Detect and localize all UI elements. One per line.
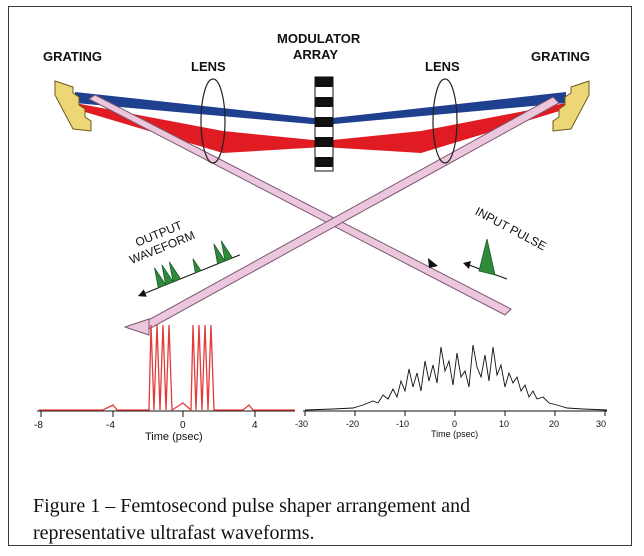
input-pulse-shape [463, 238, 508, 280]
grating-right [552, 80, 590, 132]
lens-right-label: LENS [425, 59, 460, 74]
caption-line-2: representative ultrafast waveforms. [33, 522, 315, 544]
input-label: INPUT PULSE [473, 204, 549, 253]
plot-left-tick-2: -4 [106, 420, 115, 431]
plot-right-tick-4: 0 [452, 419, 457, 429]
plot-right-tick-1: -30 [295, 419, 308, 429]
lens-left-label: LENS [191, 59, 226, 74]
plot-right-trace [304, 344, 608, 411]
plot-right-tick-7: 30 [596, 419, 606, 429]
plot-right-tick-3: -10 [396, 419, 409, 429]
plot-left-trace [39, 324, 295, 412]
pulse-shaper-diagram: GRATING GRATING LENS LENS MODULATOR ARRA… [34, 31, 608, 443]
grating-left-label: GRATING [43, 49, 102, 64]
caption-line-1: Figure 1 – Femtosecond pulse shaper arra… [33, 495, 471, 517]
plot-right-tick-5: 10 [499, 419, 509, 429]
lens-left [200, 78, 226, 164]
grating-left [54, 80, 92, 132]
modulator-array [314, 76, 334, 172]
plot-right: -30 -20 -10 0 10 20 30 Time (psec) [295, 344, 608, 439]
plot-left-tick-4: 4 [252, 420, 258, 431]
plot-right-xlabel: Time (psec) [431, 429, 478, 439]
blue-beam-left [75, 92, 323, 125]
plot-right-tick-6: 20 [549, 419, 559, 429]
modulator-label-line1: MODULATOR [277, 31, 361, 46]
pink-beams [88, 94, 560, 336]
grating-right-label: GRATING [531, 49, 590, 64]
input-arrow-marker [428, 258, 438, 268]
red-beam-right [323, 103, 566, 153]
blue-beam-right [323, 92, 566, 125]
input-pulse-group: INPUT PULSE [473, 204, 549, 253]
plot-left-xlabel: Time (psec) [145, 431, 203, 443]
red-beam-left [75, 103, 323, 153]
plot-left-tick-3: 0 [180, 420, 186, 431]
modulator-label-line2: ARRAY [293, 47, 338, 62]
plot-left: -8 -4 0 4 Time (psec) [34, 324, 295, 443]
plot-left-tick-1: -8 [34, 420, 43, 431]
figure-caption: Figure 1 – Femtosecond pulse shaper arra… [33, 493, 633, 547]
lens-right [432, 78, 458, 164]
figure-frame: GRATING GRATING LENS LENS MODULATOR ARRA… [8, 6, 632, 546]
plot-right-tick-2: -20 [346, 419, 359, 429]
